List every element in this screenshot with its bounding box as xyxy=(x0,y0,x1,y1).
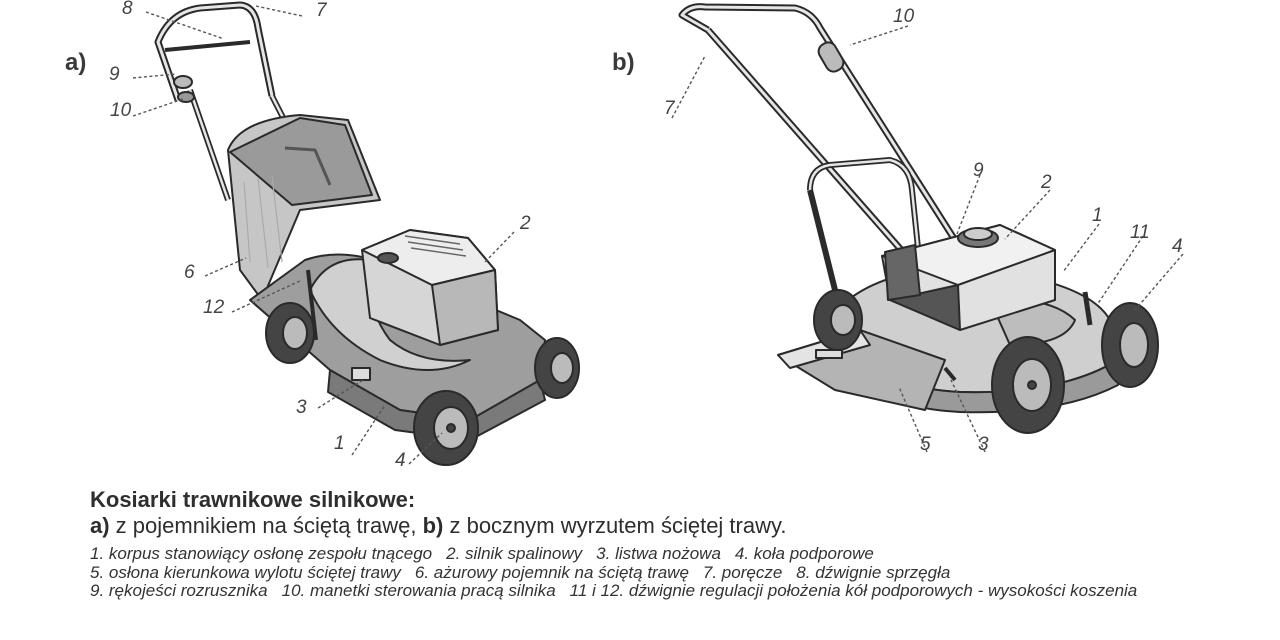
mower-a-illustration xyxy=(154,1,580,466)
callout-a-4: 4 xyxy=(395,450,406,471)
callout-b-5: 5 xyxy=(920,434,931,455)
panel-b-label: b) xyxy=(612,49,635,76)
callout-a-10: 10 xyxy=(110,100,132,121)
callout-b-1: 1 xyxy=(1092,205,1103,226)
mower-illustrations: a) b) 8 7 9 10 2 6 12 3 1 4 10 7 9 2 1 1… xyxy=(65,0,1184,471)
caption-b-text: z bocznym wyrzutem ściętej trawy. xyxy=(443,513,787,538)
callout-a-3: 3 xyxy=(296,397,307,418)
callout-a-2: 2 xyxy=(519,213,531,234)
callout-b-9: 9 xyxy=(973,160,984,181)
callout-a-1: 1 xyxy=(334,433,345,454)
mower-b-illustration xyxy=(678,3,1159,434)
callout-a-6: 6 xyxy=(184,262,195,283)
callout-a-9: 9 xyxy=(109,64,120,85)
caption-title: Kosiarki trawnikowe silnikowe: xyxy=(90,487,416,512)
caption-a-prefix: a) xyxy=(90,513,110,538)
legend-item-4: 4. koła podporowe xyxy=(734,544,874,563)
leader-lines xyxy=(132,5,1184,465)
callout-b-2: 2 xyxy=(1040,172,1052,193)
legend-item-10: 10. manetki sterowania pracą silnika xyxy=(281,581,556,600)
callout-b-4: 4 xyxy=(1172,236,1183,257)
legend-item-3: 3. listwa nożowa xyxy=(596,544,721,563)
parts-legend: 1. korpus stanowiący osłonę zespołu tnąc… xyxy=(90,544,1270,601)
caption-a-text: z pojemnikiem na ściętą trawę, xyxy=(109,513,423,538)
legend-item-5: 5. osłona kierunkowa wylotu ściętej traw… xyxy=(90,562,401,582)
legend-item-7: 7. poręcze xyxy=(702,562,783,582)
caption-subtitle: a) z pojemnikiem na ściętą trawę, b) z b… xyxy=(90,513,1270,539)
legend-item-11-12: 11 i 12. dźwignie regulacji położenia kó… xyxy=(569,581,1138,600)
legend-item-2: 2. silnik spalinowy xyxy=(446,544,583,563)
callout-a-8: 8 xyxy=(122,0,133,19)
callout-b-3: 3 xyxy=(978,434,989,455)
legend-item-1: 1. korpus stanowiący osłonę zespołu tnąc… xyxy=(90,544,433,563)
callout-b-11: 11 xyxy=(1130,222,1150,243)
legend-item-9: 9. rękojeści rozrusznika xyxy=(90,581,268,600)
legend-item-6: 6. ażurowy pojemnik na ściętą trawę xyxy=(414,562,689,582)
callout-b-10: 10 xyxy=(893,6,915,27)
panel-a-label: a) xyxy=(65,49,86,76)
legend-item-8: 8. dźwignie sprzęgła xyxy=(796,562,951,582)
caption-b-prefix: b) xyxy=(422,513,444,538)
callout-a-12: 12 xyxy=(203,297,225,318)
callout-a-7: 7 xyxy=(316,0,328,21)
figure-caption: Kosiarki trawnikowe silnikowe: a) z poje… xyxy=(90,487,1270,601)
callout-b-7: 7 xyxy=(664,98,676,119)
